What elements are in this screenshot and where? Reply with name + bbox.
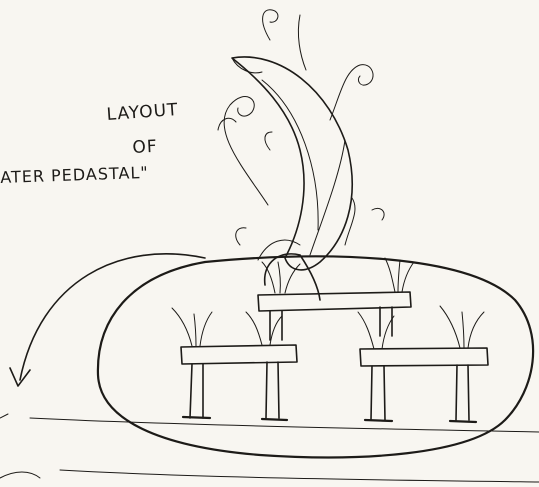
left-pedestal-leg-b <box>266 362 279 418</box>
fish-tail <box>265 254 320 300</box>
swirl-7 <box>298 15 306 70</box>
left-pedestal-slab <box>181 345 297 364</box>
swirl-3 <box>330 65 373 120</box>
swirl-9 <box>265 132 272 150</box>
swirl-1 <box>224 97 268 205</box>
top-pedestal-slab <box>258 292 411 311</box>
fish-lateral-line <box>262 80 318 230</box>
grass-tuft-right <box>358 312 394 349</box>
left-feet <box>183 417 287 420</box>
small-tick <box>0 414 8 418</box>
right-pedestal-leg-b <box>456 365 469 420</box>
grass-tuft-right-2 <box>440 306 484 348</box>
grass-tuft-left-2 <box>246 312 282 345</box>
ground-line-2 <box>60 470 539 482</box>
right-feet <box>365 420 476 422</box>
corner-mark <box>0 472 40 478</box>
grass-tuft-top-right <box>385 258 414 292</box>
fish-body <box>232 57 352 270</box>
right-pedestal-slab <box>360 348 488 366</box>
swirl-5 <box>218 118 246 245</box>
right-pedestal-leg-a <box>371 366 385 420</box>
grass-tuft-left <box>172 308 212 346</box>
left-pedestal-leg-a <box>190 364 203 418</box>
swirl-2 <box>263 10 278 40</box>
